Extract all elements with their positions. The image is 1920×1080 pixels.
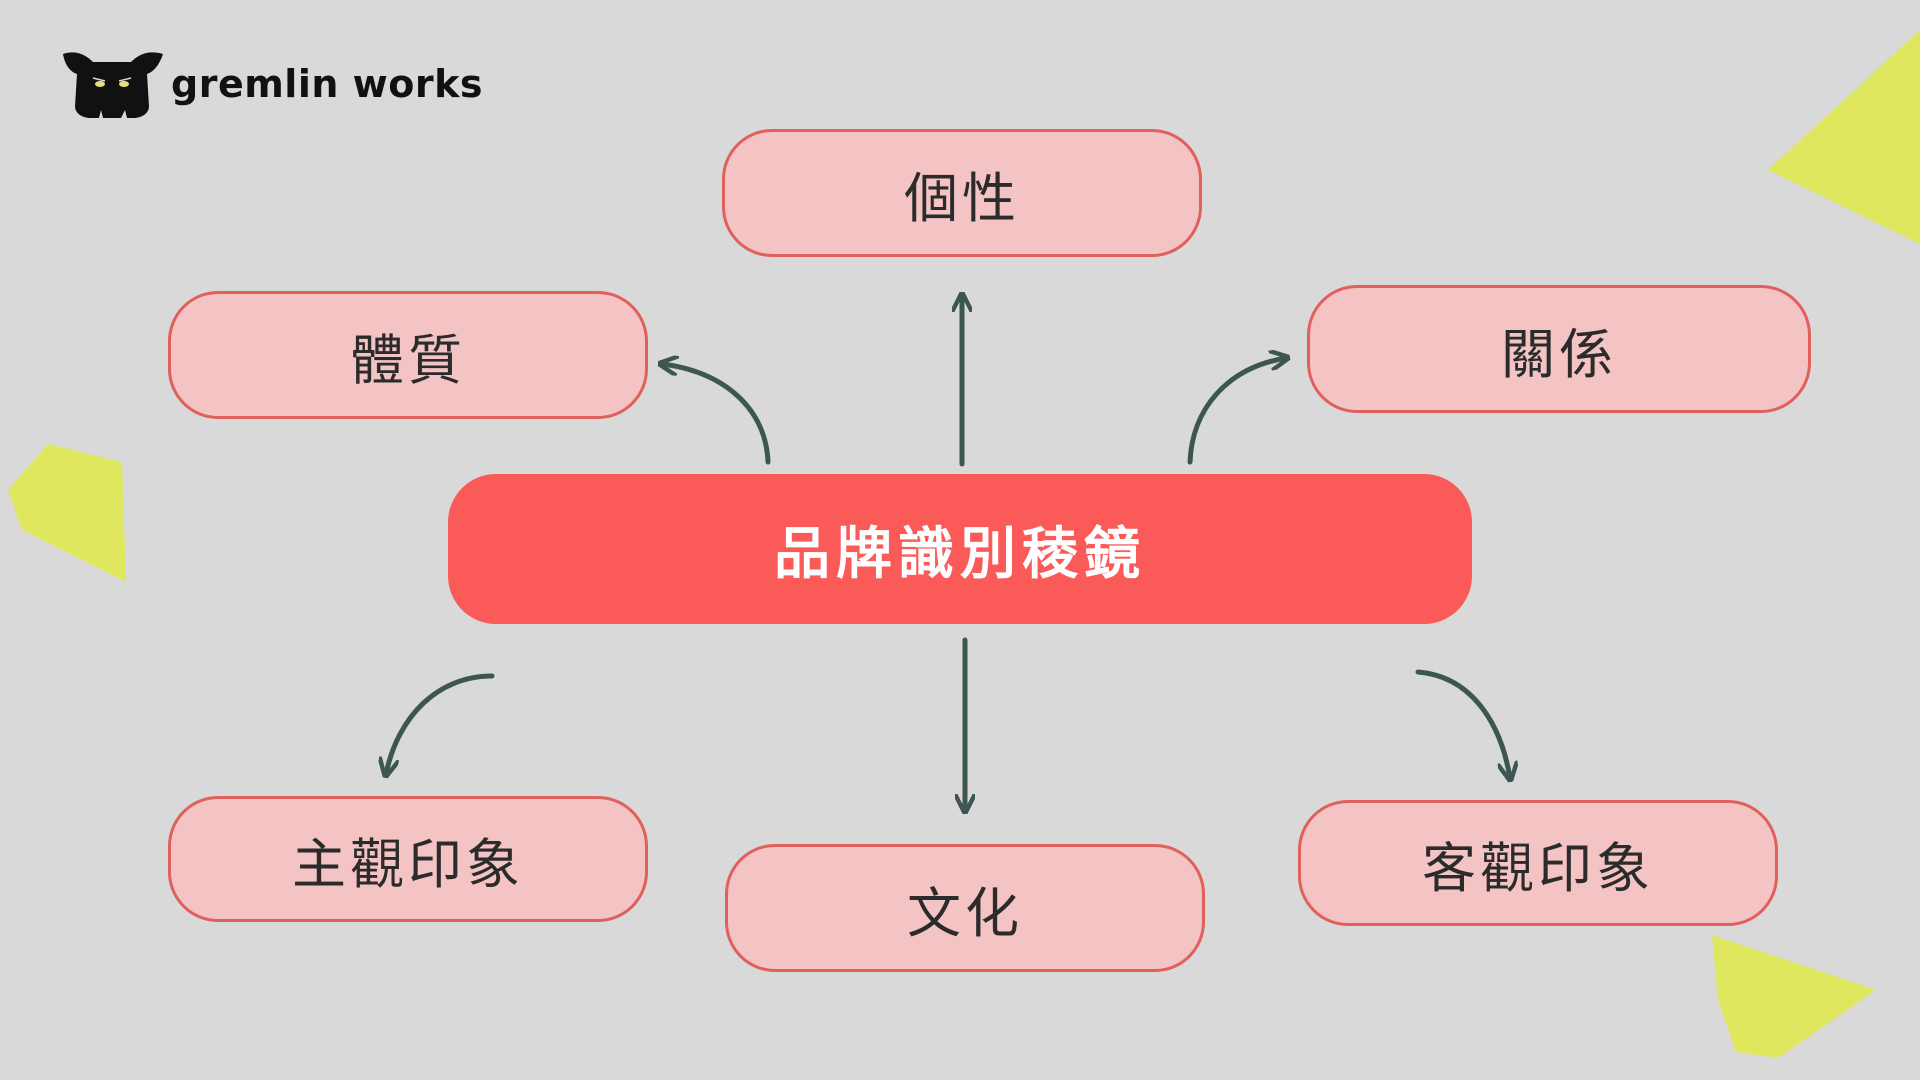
node-culture: 文化 — [725, 844, 1205, 972]
brand-name: gremlin works — [171, 62, 483, 106]
brand-logo: gremlin works — [55, 48, 483, 120]
node-self-image: 主觀印象 — [168, 796, 648, 922]
accent-shape-left — [8, 444, 126, 582]
node-relationship: 關係 — [1307, 285, 1811, 413]
node-personality: 個性 — [722, 129, 1202, 257]
node-reflection: 客觀印象 — [1298, 800, 1778, 926]
accent-shape-bottom-right — [1712, 935, 1876, 1058]
arrow-lower-left — [386, 673, 495, 774]
arrow-upper-left — [662, 364, 771, 465]
gremlin-mascot-icon — [63, 52, 163, 118]
center-node-brand-identity-prism: 品牌識別稜鏡 — [448, 474, 1472, 624]
node-physique: 體質 — [168, 291, 648, 419]
arrow-lower-right — [1415, 669, 1510, 778]
arrow-upper-right — [1187, 358, 1286, 465]
accent-shape-top-right — [1768, 30, 1920, 244]
